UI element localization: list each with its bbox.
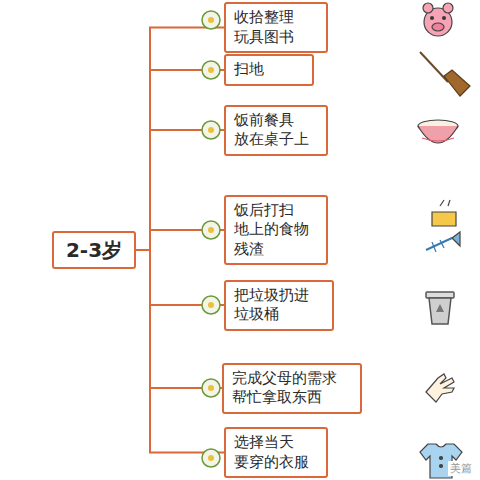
- task-box: 把垃圾扔进 垃圾桶: [224, 280, 334, 331]
- task-box: 完成父母的需求 帮忙拿取东西: [222, 363, 362, 414]
- branch-line: [136, 130, 224, 250]
- box-text: 把垃圾扔进 垃圾桶: [234, 286, 324, 325]
- box-text: 扫地: [234, 60, 304, 80]
- box-text: 选择当天 要穿的衣服: [234, 433, 318, 472]
- logo-badges: [202, 11, 220, 467]
- branch-line: [136, 250, 222, 388]
- rice-bowl: [418, 120, 458, 143]
- broom: [420, 52, 470, 96]
- task-box: 选择当天 要穿的衣服: [224, 427, 328, 478]
- task-box: 饭后打扫 地上的食物 残渣: [224, 195, 328, 266]
- branch-line: [136, 70, 224, 250]
- task-box: 扫地: [224, 54, 314, 86]
- box-text: 2-3岁: [62, 237, 126, 263]
- branch-line: [136, 28, 224, 251]
- box-text: 饭后打扫 地上的食物 残渣: [234, 201, 318, 260]
- trash-bin: [426, 292, 454, 324]
- helping-hand: [426, 374, 454, 402]
- box-text: 完成父母的需求 帮忙拿取东西: [232, 369, 352, 408]
- task-box: 饭前餐具 放在桌子上: [224, 105, 328, 156]
- box-text: 收拾整理 玩具图书: [234, 8, 318, 47]
- branch-line: [136, 250, 224, 453]
- watermark: 美篇: [448, 461, 474, 476]
- box-text: 饭前餐具 放在桌子上: [234, 111, 318, 150]
- food-scraps: [426, 200, 460, 252]
- pig-toy: [423, 3, 453, 36]
- root-box: 2-3岁: [52, 231, 136, 269]
- task-box: 收拾整理 玩具图书: [224, 2, 328, 53]
